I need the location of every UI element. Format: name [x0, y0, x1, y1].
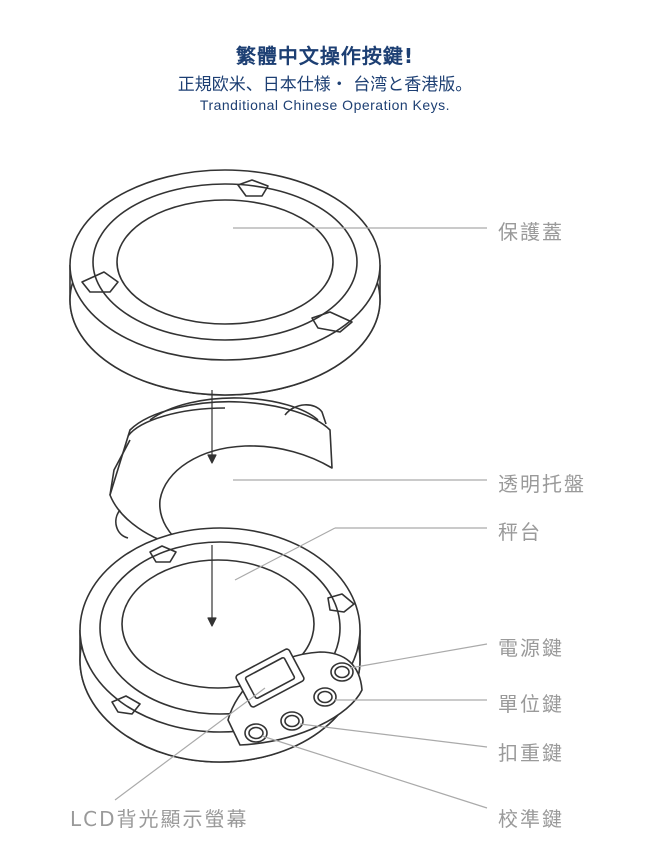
- page-title: 繁體中文操作按鍵!: [235, 44, 415, 68]
- label-clear-tray: 透明托盤: [498, 472, 586, 496]
- label-power-key: 電源鍵: [498, 636, 564, 660]
- english-subtitle: Tranditional Chinese Operation Keys.: [199, 97, 451, 113]
- unit-button: [313, 687, 337, 707]
- tare-button: [280, 711, 304, 731]
- scale-base: [79, 527, 363, 763]
- label-protective-cover: 保護蓋: [498, 220, 564, 244]
- label-platform: 秤台: [498, 520, 542, 544]
- calibration-button: [244, 723, 268, 743]
- label-calibration-key: 校準鍵: [498, 807, 564, 831]
- power-button: [330, 662, 354, 682]
- weighing-platform: [121, 559, 315, 689]
- label-lcd-screen: LCD背光顯示螢幕: [70, 807, 249, 831]
- assembly-arrows: [207, 390, 217, 627]
- clear-tray: [109, 397, 333, 549]
- protective-cover: [69, 169, 381, 396]
- label-unit-key: 單位鍵: [498, 692, 564, 716]
- label-tare-key: 扣重鍵: [498, 741, 564, 765]
- leader-lines: [114, 227, 488, 809]
- page-subtitle: 正規欧米、日本仕様・ 台湾と香港版。: [177, 75, 473, 95]
